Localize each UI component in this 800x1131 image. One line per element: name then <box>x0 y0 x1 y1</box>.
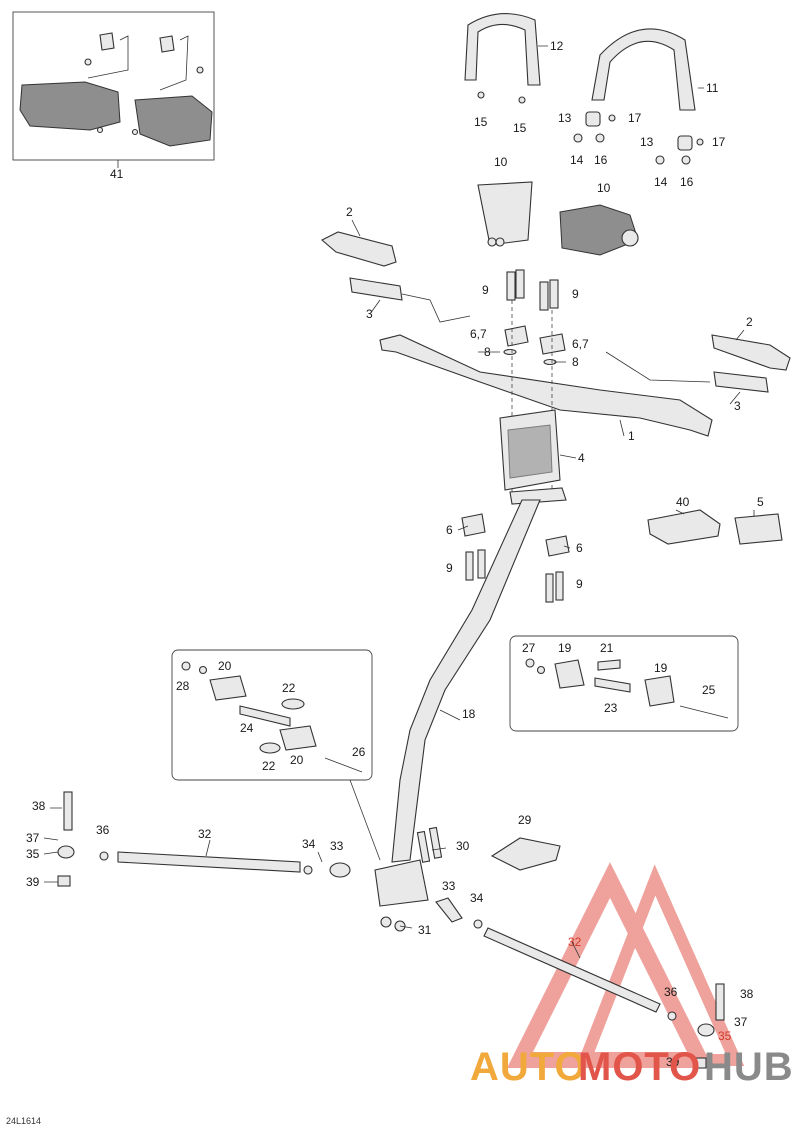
callout-19-left: 19 <box>558 641 572 655</box>
callout-9-lower-right: 9 <box>576 577 583 591</box>
callout-9-upper-right: 9 <box>572 287 579 301</box>
callout-5: 5 <box>757 495 764 509</box>
callout-34-left: 34 <box>302 837 316 851</box>
callout-31: 31 <box>418 923 432 937</box>
callout-21: 21 <box>600 641 614 655</box>
grip-2-right <box>711 334 791 371</box>
handlebar-pad-10-right <box>559 204 639 256</box>
callout-34-right: 34 <box>470 891 484 905</box>
plate-40 <box>647 509 721 545</box>
callout-12: 12 <box>550 39 564 53</box>
leader-lines <box>43 45 755 959</box>
watermark-moto: MOTO <box>578 1045 701 1089</box>
callout-6-7-right: 6,7 <box>572 337 589 351</box>
hand-guard-bow-12 <box>464 13 541 104</box>
callout-32-left: 32 <box>198 827 212 841</box>
plate-29 <box>490 837 561 871</box>
callout-3-right: 3 <box>734 399 741 413</box>
callout-2-left: 2 <box>346 205 353 219</box>
handlebar-1 <box>379 334 713 437</box>
callout-18: 18 <box>462 707 476 721</box>
callout-20-lower: 20 <box>290 753 304 767</box>
callout-6-left: 6 <box>446 523 453 537</box>
callout-37-right: 37 <box>734 1015 748 1029</box>
callout-9-upper-left: 9 <box>482 283 489 297</box>
callout-9-lower-left: 9 <box>446 561 453 575</box>
steering-column-18 <box>374 487 567 932</box>
watermark-text: AUTO MOTO HUB <box>470 1045 794 1089</box>
callout-15-right: 15 <box>513 121 527 135</box>
tie-rod-32-right <box>435 897 725 1069</box>
callout-40: 40 <box>676 495 690 509</box>
callout-10-right: 10 <box>597 181 611 195</box>
hand-guard-bow-11 <box>591 28 696 111</box>
callout-16-lower: 16 <box>680 175 694 189</box>
callout-8-right: 8 <box>572 355 579 369</box>
callout-36-left: 36 <box>96 823 110 837</box>
grip-2-left <box>321 231 397 267</box>
callout-35-left: 35 <box>26 847 40 861</box>
callout-13-lower: 13 <box>640 135 654 149</box>
callout-30: 30 <box>456 839 470 853</box>
bracket-5 <box>734 513 783 545</box>
callout-38-left: 38 <box>32 799 46 813</box>
callout-2-right: 2 <box>746 315 753 329</box>
callout-15-left: 15 <box>474 115 488 129</box>
callout-1: 1 <box>628 429 635 443</box>
callout-38-right: 38 <box>740 987 754 1001</box>
callout-39-right: 39 <box>666 1055 680 1069</box>
callout-22-upper: 22 <box>282 681 296 695</box>
callout-14-lower: 14 <box>654 175 668 189</box>
callout-4: 4 <box>578 451 585 465</box>
callout-13-upper: 13 <box>558 111 572 125</box>
callout-25: 25 <box>702 683 716 697</box>
guard-clamps-13 <box>573 111 704 165</box>
callout-36-right: 36 <box>664 985 678 999</box>
upper-bolts-9 <box>506 269 559 311</box>
callout-11: 11 <box>706 81 719 95</box>
callout-10-left: 10 <box>494 155 508 169</box>
callout-17-lower: 17 <box>712 135 726 149</box>
callout-19-right: 19 <box>654 661 668 675</box>
bolts-30 <box>416 826 443 863</box>
callout-3-left: 3 <box>366 307 373 321</box>
callout-16-upper: 16 <box>594 153 608 167</box>
grip-3-right <box>605 351 769 393</box>
callout-39-left: 39 <box>26 875 40 889</box>
callout-33-left: 33 <box>330 839 344 853</box>
callout-labels: 1 2 2 3 3 4 5 6 6 6,7 6,7 8 8 9 9 9 9 10… <box>26 39 764 1069</box>
callout-33-right: 33 <box>442 879 456 893</box>
clamp-detail-box-left <box>171 649 381 861</box>
callout-29: 29 <box>518 813 532 827</box>
watermark-auto: AUTO <box>470 1045 587 1089</box>
callout-41: 41 <box>110 167 124 181</box>
callout-24: 24 <box>240 721 254 735</box>
lower-caps-6 <box>461 513 570 603</box>
diagram-reference-code: 24L1614 <box>6 1116 41 1126</box>
callout-26: 26 <box>352 745 366 759</box>
clamp-detail-box-right <box>509 635 739 732</box>
handlebar-pad-10-left <box>477 181 533 247</box>
callout-22-lower: 22 <box>262 759 276 773</box>
callout-28: 28 <box>176 679 190 693</box>
watermark-hub: HUB <box>704 1045 794 1089</box>
upper-caps-6-7 <box>503 325 566 366</box>
callout-32-right: 32 <box>568 935 582 949</box>
callout-35-right: 35 <box>718 1029 732 1043</box>
callout-17-upper: 17 <box>628 111 642 125</box>
callout-20-upper: 20 <box>218 659 232 673</box>
callout-23: 23 <box>604 701 618 715</box>
callout-6-right: 6 <box>576 541 583 555</box>
hand-guard-kit-box <box>12 11 215 168</box>
callout-6-7-left: 6,7 <box>470 327 487 341</box>
callout-14-upper: 14 <box>570 153 584 167</box>
callout-37-left: 37 <box>26 831 40 845</box>
tie-rod-32-left <box>57 791 351 887</box>
throttle-grip-3-left <box>349 277 471 323</box>
callout-27: 27 <box>522 641 536 655</box>
riser-bracket-4 <box>499 409 561 491</box>
